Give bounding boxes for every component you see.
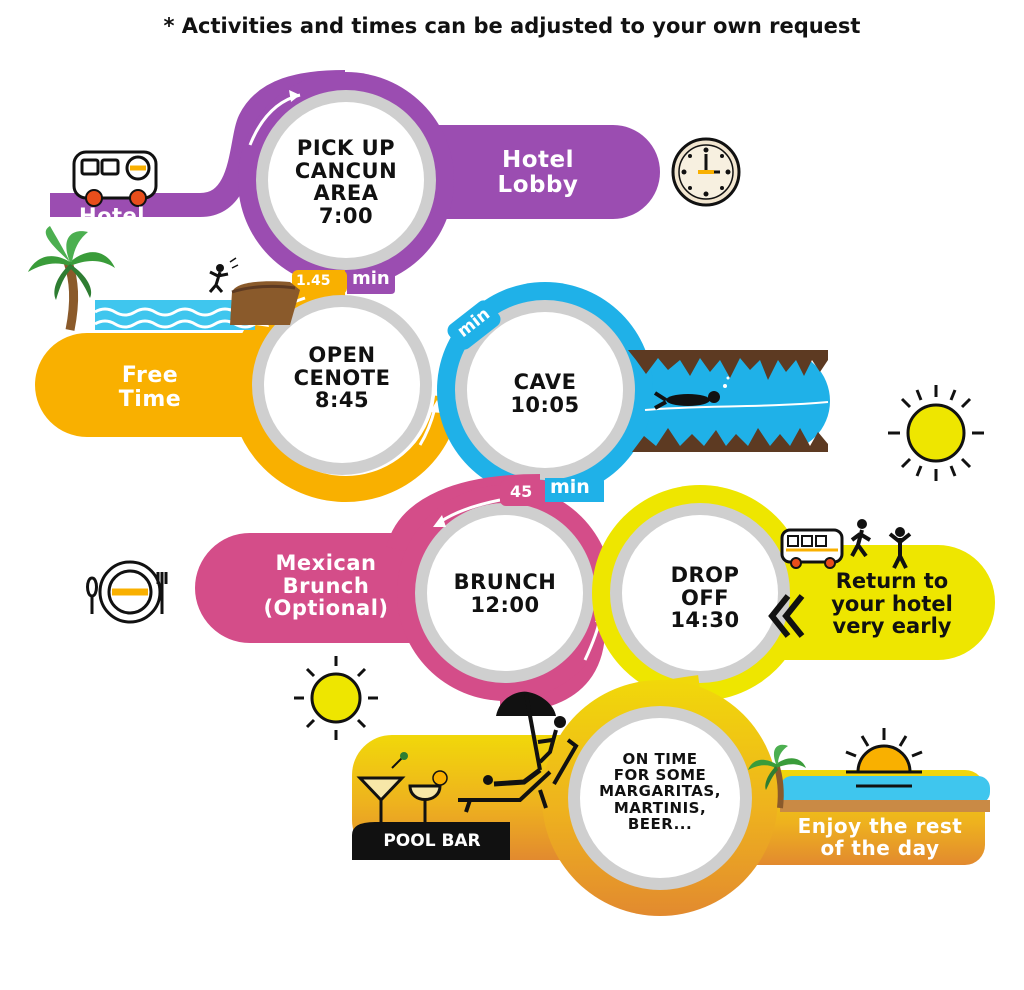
label-enjoy: Enjoy the rest of the day xyxy=(797,814,963,860)
purple-track xyxy=(50,70,660,288)
jumper-icon xyxy=(208,257,239,293)
duration-min-blue xyxy=(447,300,501,350)
walking-people-icon xyxy=(780,519,912,569)
bus-icon xyxy=(72,150,158,207)
sun-icon xyxy=(888,385,984,481)
chevron-left-icon xyxy=(768,594,805,638)
clock-icon xyxy=(671,137,741,207)
diver-icon xyxy=(653,376,730,410)
blue-track xyxy=(437,282,830,498)
stop-cenote: OPEN CENOTE 8:45 xyxy=(293,343,391,413)
duration-1.45-unit: min xyxy=(352,268,390,289)
plate-icon xyxy=(86,560,168,624)
pink-track xyxy=(195,474,613,713)
label-return: Return to your hotel very early xyxy=(831,569,953,639)
note-text: * Activities and times can be adjusted t… xyxy=(163,14,861,38)
umbrella-lounger-icon xyxy=(458,691,579,813)
stop-dropoff: DROP OFF 14:30 xyxy=(670,563,740,633)
duration-1.45 xyxy=(292,270,395,294)
duration-45 xyxy=(500,478,604,506)
label-free-time: Free Time xyxy=(118,363,182,412)
palm-tree-icon xyxy=(28,226,115,331)
waterfall-scene xyxy=(94,281,300,330)
yellow-track xyxy=(592,485,995,701)
stop-ontime: ON TIME FOR SOME MARGARITAS, MARTINIS, B… xyxy=(599,750,721,833)
stop-pickup: PICK UP CANCUN AREA 7:00 xyxy=(294,136,398,229)
cocktail-icon xyxy=(356,752,448,832)
orange-track xyxy=(35,270,461,502)
sunset-icon xyxy=(845,728,923,788)
label-pool-bar: POOL BAR xyxy=(383,831,481,851)
sun-small-icon xyxy=(294,656,378,740)
duration-45-value: 45 xyxy=(510,482,533,501)
duration-1.45-value: 1.45 xyxy=(296,273,331,289)
label-hotel-lobby: Hotel Lobby xyxy=(497,147,579,198)
palm-small-icon xyxy=(748,744,806,809)
label-hotel: Hotel xyxy=(79,204,145,228)
stop-cave: CAVE 10:05 xyxy=(510,370,580,417)
duration-45-unit: min xyxy=(550,476,590,498)
label-mexican-brunch: Mexican Brunch (Optional) xyxy=(263,551,389,621)
stop-brunch: BRUNCH 12:00 xyxy=(453,570,557,617)
